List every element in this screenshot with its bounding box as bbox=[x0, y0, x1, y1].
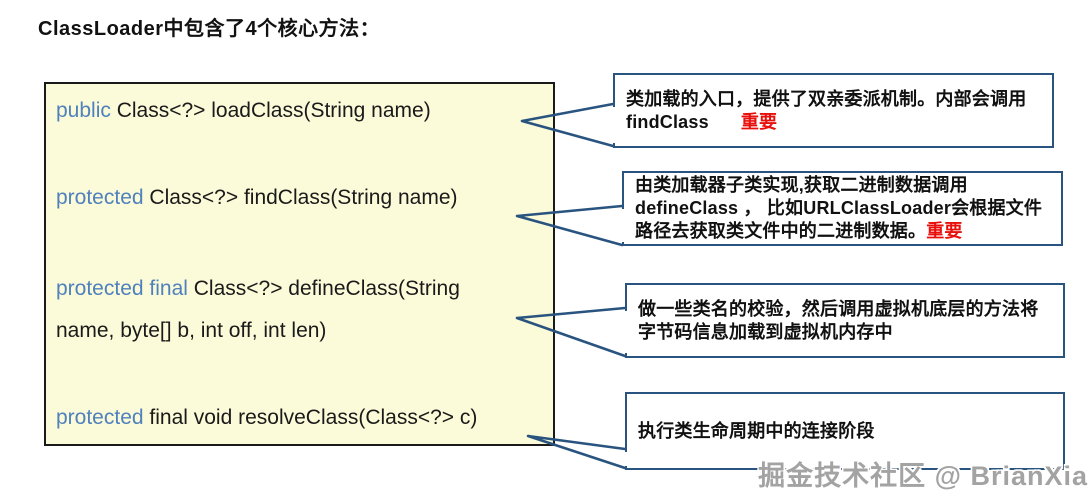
watermark: 掘金技术社区 @ BrianXia bbox=[758, 461, 1088, 491]
signature-text: name, byte[] b, int off, int len) bbox=[56, 319, 327, 342]
callout-resolveclass: 执行类生命周期中的连接阶段 bbox=[625, 392, 1065, 470]
code-line-findclass: protected Class<?> findClass(String name… bbox=[56, 185, 549, 211]
keyword: protected bbox=[56, 406, 144, 429]
keyword: public bbox=[56, 99, 111, 122]
callout-findclass: 由类加载器子类实现,获取二进制数据调用 defineClass ， 比如URLC… bbox=[622, 171, 1063, 246]
keyword: protected final bbox=[56, 277, 188, 300]
callout-text: 做一些类名的校验，然后调用虚拟机底层的方法将 字节码信息加载到虚拟机内存中 bbox=[638, 298, 1057, 344]
code-line-resolveclass: protected final void resolveClass(Class<… bbox=[56, 405, 549, 431]
keyword: protected bbox=[56, 186, 144, 209]
signature-text: Class<?> loadClass(String name) bbox=[110, 99, 431, 122]
callout-defineclass: 做一些类名的校验，然后调用虚拟机底层的方法将 字节码信息加载到虚拟机内存中 bbox=[625, 283, 1065, 358]
importance-badge: 重要 bbox=[740, 111, 778, 132]
code-line-defineclass-args: name, byte[] b, int off, int len) bbox=[56, 318, 549, 344]
callout-text: 执行类生命周期中的连接阶段 bbox=[638, 420, 1057, 443]
code-line-defineclass: protected final Class<?> defineClass(Str… bbox=[56, 276, 549, 302]
code-box: public Class<?> loadClass(String name) p… bbox=[44, 82, 555, 446]
importance-badge: 重要 bbox=[926, 221, 963, 241]
page-title: ClassLoader中包含了4个核心方法： bbox=[38, 18, 381, 40]
code-line-loadclass: public Class<?> loadClass(String name) bbox=[56, 98, 549, 124]
signature-text: final void resolveClass(Class<?> c) bbox=[143, 406, 478, 429]
callout-text: 由类加载器子类实现,获取二进制数据调用 defineClass ， 比如URLC… bbox=[635, 174, 1055, 243]
annotation-text: 执行类生命周期中的连接阶段 bbox=[638, 420, 875, 441]
signature-text: Class<?> defineClass(String bbox=[187, 277, 460, 300]
annotation-text: 类加载的入口，提供了双亲委派机制。内部会调用 findClass bbox=[626, 88, 1027, 132]
annotation-text: 做一些类名的校验，然后调用虚拟机底层的方法将 字节码信息加载到虚拟机内存中 bbox=[638, 298, 1039, 342]
signature-text: Class<?> findClass(String name) bbox=[143, 186, 458, 209]
annotation-text: 由类加载器子类实现,获取二进制数据调用 defineClass ， 比如URLC… bbox=[635, 175, 1043, 241]
